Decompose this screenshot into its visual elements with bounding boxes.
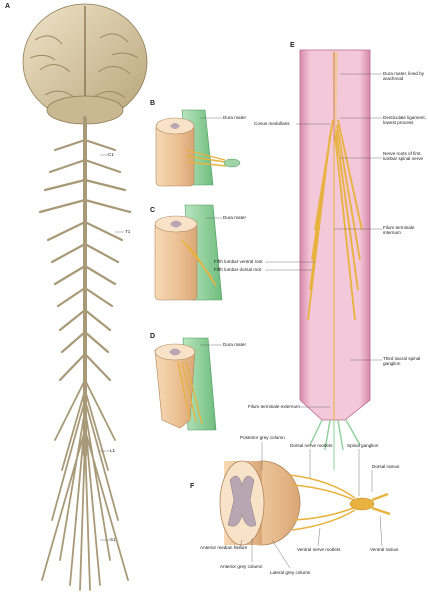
e-dura-mater-label: Dura mater, lined by arachnoid [383,71,425,82]
e-third-sacral-ganglion-label: Third sacral spinal ganglion [383,356,421,367]
panel-letter-b: B [150,100,156,107]
f-dorsal-ramus-label: Dorsal ramus [372,464,400,469]
panel-letter-e: E [290,42,295,49]
f-posterior-grey-column-label: Posterior grey column [240,435,285,440]
level-label-s1: S1 [110,537,116,542]
brain-image [22,3,148,125]
c-ventral-root-label: Fifth lumbar ventral root [214,259,263,264]
level-label-t1: T1 [125,229,131,234]
e-nerve-roots-label: Nerve roots of first lumbar spinal nerve [383,151,424,162]
e-denticulate-ligament-label: Denticulate ligament, lowest process [383,115,426,126]
d-dura-mater-label: Dura mater [223,342,246,347]
level-label-l1: L1 [110,448,116,453]
panel-f-drawing [219,442,391,569]
f-spinal-ganglion-label: Spinal ganglion [347,443,379,448]
c-dura-mater-label: Dura mater [223,215,246,220]
f-anterior-median-fissure-label: Anterior median fissure [200,545,248,550]
panel-letter-c: C [150,207,156,214]
e-filum-externum-label: Filum terminale externum [248,404,300,409]
panel-b-drawing [155,109,241,187]
panel-c-drawing [154,204,223,301]
panel-e-drawing [265,49,382,470]
spinal-cord-nerves [38,116,132,591]
panel-letter-f: F [190,483,195,490]
f-lateral-grey-column-label: Lateral grey column [270,570,311,575]
b-dura-mater-label: Dura mater [223,115,246,120]
f-ventral-rootlets-label: Ventral nerve rootlets [297,547,341,552]
c-dorsal-root-label: Fifth lumbar dorsal root [214,267,262,272]
level-label-c1: C1 [108,152,114,157]
panel-letter-d: D [150,333,156,340]
f-anterior-grey-column-label: Anterior grey column [220,564,263,569]
f-ventral-ramus-label: Ventral ramus [370,547,399,552]
e-filum-internum-label: Filum terminale internum [383,225,415,236]
e-conus-medullaris-label: Conus medullaris [254,121,290,126]
panel-d-drawing [154,337,222,431]
f-dorsal-rootlets-label: Dorsal nerve rootlets [290,443,333,448]
panel-a-brain-spinal-cord [22,3,148,591]
panel-letter-a: A [5,3,11,10]
